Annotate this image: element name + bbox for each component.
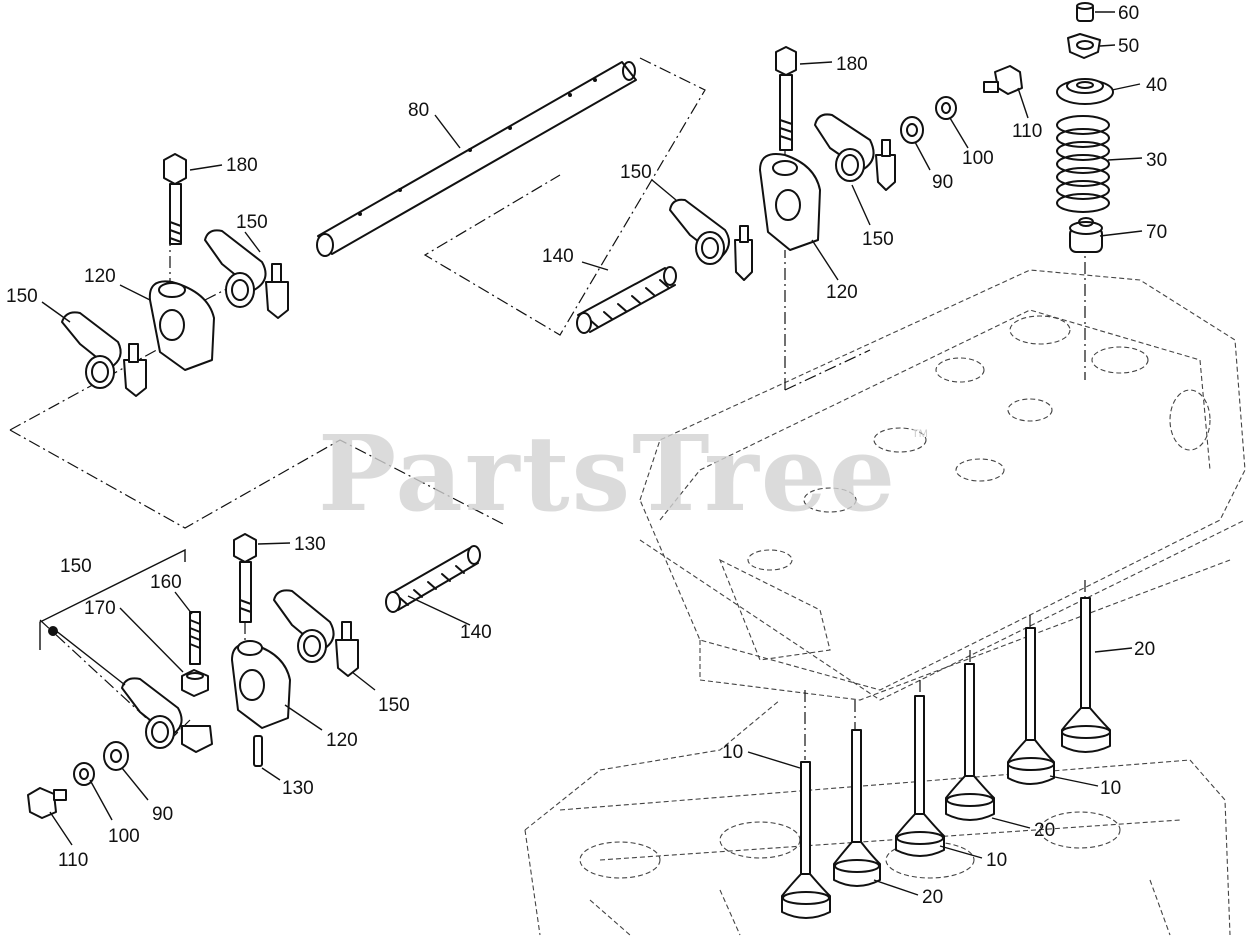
callout-10-c: 10 xyxy=(722,742,743,763)
callout-10-a: 10 xyxy=(1100,778,1121,799)
rocker-arm-150-top-b xyxy=(814,113,896,191)
bolt-180-left xyxy=(163,153,187,245)
rocker-bracket-120-bottom xyxy=(231,640,291,729)
bolt-180-top xyxy=(775,46,797,151)
rocker-arm-150-bottom xyxy=(273,589,359,677)
washer-100-top xyxy=(935,96,957,120)
spacer-spring-140-top xyxy=(576,266,677,334)
lock-nut-170 xyxy=(181,669,209,697)
callout-170: 170 xyxy=(84,598,116,619)
washer-90-top xyxy=(900,116,924,144)
callout-20-b: 20 xyxy=(1034,820,1055,841)
spacer-spring-140-bottom xyxy=(385,545,481,613)
callout-80: 80 xyxy=(408,100,429,121)
adjusting-screw-160 xyxy=(189,611,201,665)
callout-150-top-a: 150 xyxy=(620,162,652,183)
valve-stem-seal-70 xyxy=(1069,217,1103,253)
valve-spring-30 xyxy=(1056,115,1110,213)
rocker-arm-150-left-a xyxy=(204,229,289,319)
callout-150-group: 150 xyxy=(60,556,92,577)
callout-20-c: 20 xyxy=(922,887,943,908)
valve-10-a xyxy=(1007,627,1055,785)
callout-180-top: 180 xyxy=(836,54,868,75)
callout-130-bottom: 130 xyxy=(282,778,314,799)
engine-block-outline xyxy=(524,699,1231,936)
callout-30: 30 xyxy=(1146,150,1167,171)
group-indicator-dot xyxy=(48,626,58,636)
rocker-bracket-120-top xyxy=(759,153,821,251)
valve-20-c xyxy=(833,729,881,887)
rocker-arm-150-top-a xyxy=(669,198,753,281)
spring-retainer-40 xyxy=(1056,78,1114,105)
callout-40: 40 xyxy=(1146,75,1167,96)
callout-90-top: 90 xyxy=(932,172,953,193)
callout-50: 50 xyxy=(1118,36,1139,57)
callout-120-left: 120 xyxy=(84,266,116,287)
callout-10-b: 10 xyxy=(986,850,1007,871)
cylinder-head-outline xyxy=(639,269,1246,701)
washer-90-bottom xyxy=(103,741,129,771)
watermark: PartsTree xyxy=(318,412,897,535)
callout-20-a: 20 xyxy=(1134,639,1155,660)
callout-120-top: 120 xyxy=(826,282,858,303)
plug-110-bottom xyxy=(27,787,67,819)
callout-100-top: 100 xyxy=(962,148,994,169)
washer-100-bottom xyxy=(73,762,95,786)
rocker-arm-150-group xyxy=(121,677,213,753)
callout-110-top: 110 xyxy=(1012,121,1042,142)
callout-100-bottom: 100 xyxy=(108,826,140,847)
callout-90-bottom: 90 xyxy=(152,804,173,825)
callout-140-top: 140 xyxy=(542,246,574,267)
callout-120-bottom: 120 xyxy=(326,730,358,751)
pin-130-bottom xyxy=(253,735,263,767)
callout-180-left: 180 xyxy=(226,155,258,176)
rocker-bracket-120-left xyxy=(148,280,215,371)
callout-130-top: 130 xyxy=(294,534,326,555)
callout-160: 160 xyxy=(150,572,182,593)
valve-20-b xyxy=(945,663,995,821)
callout-150-top-b: 150 xyxy=(862,229,894,250)
rocker-arm-150-left-b xyxy=(61,311,147,397)
valve-cotter-50 xyxy=(1067,33,1101,59)
valve-10-b xyxy=(895,695,945,857)
valve-cap-60 xyxy=(1076,2,1094,22)
callout-150-left-b: 150 xyxy=(6,286,38,307)
callout-70: 70 xyxy=(1146,222,1167,243)
rocker-shaft xyxy=(316,61,637,257)
callout-110-bottom: 110 xyxy=(58,850,88,871)
valve-10-c xyxy=(781,761,831,919)
leader-lines xyxy=(39,11,1143,896)
bolt-130-top xyxy=(233,533,257,623)
callout-140-bottom: 140 xyxy=(460,622,492,643)
callout-150-bottom: 150 xyxy=(378,695,410,716)
watermark-trademark: TM xyxy=(912,428,928,440)
callout-60: 60 xyxy=(1118,3,1139,24)
callout-labels: 60 50 40 30 70 180 110 100 90 150 150 12… xyxy=(6,3,1167,908)
valve-20-a xyxy=(1061,597,1111,753)
plug-110-top xyxy=(983,65,1023,95)
callout-150-left-a: 150 xyxy=(236,212,268,233)
